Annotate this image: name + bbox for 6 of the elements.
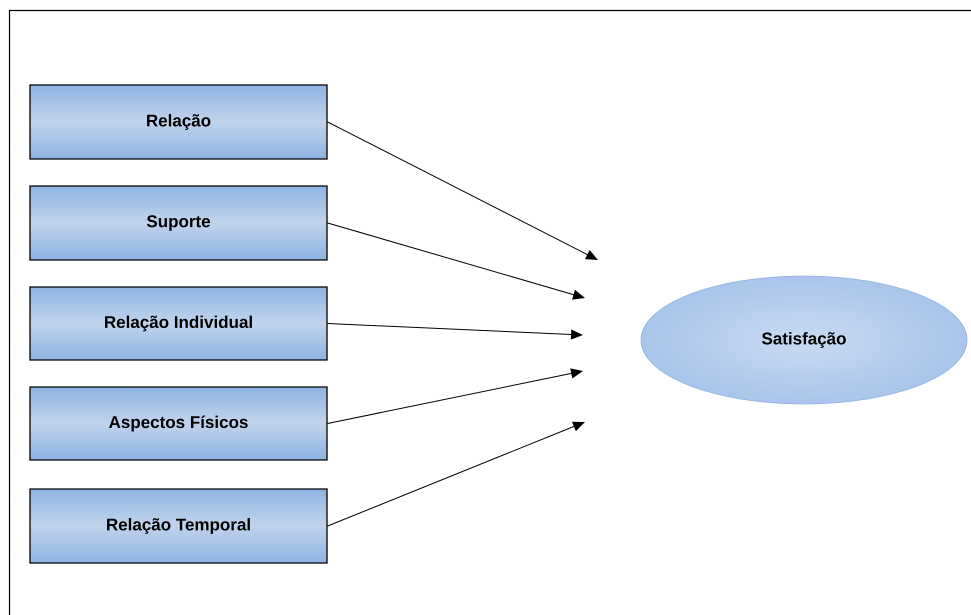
process-box: Suporte xyxy=(29,185,328,261)
process-box: Relação xyxy=(29,84,328,160)
ellipse-node: Satisfação xyxy=(640,276,968,404)
process-box: Relação Individual xyxy=(29,286,328,361)
process-box: Aspectos Físicos xyxy=(29,386,328,461)
process-box: Relação Temporal xyxy=(29,488,328,564)
